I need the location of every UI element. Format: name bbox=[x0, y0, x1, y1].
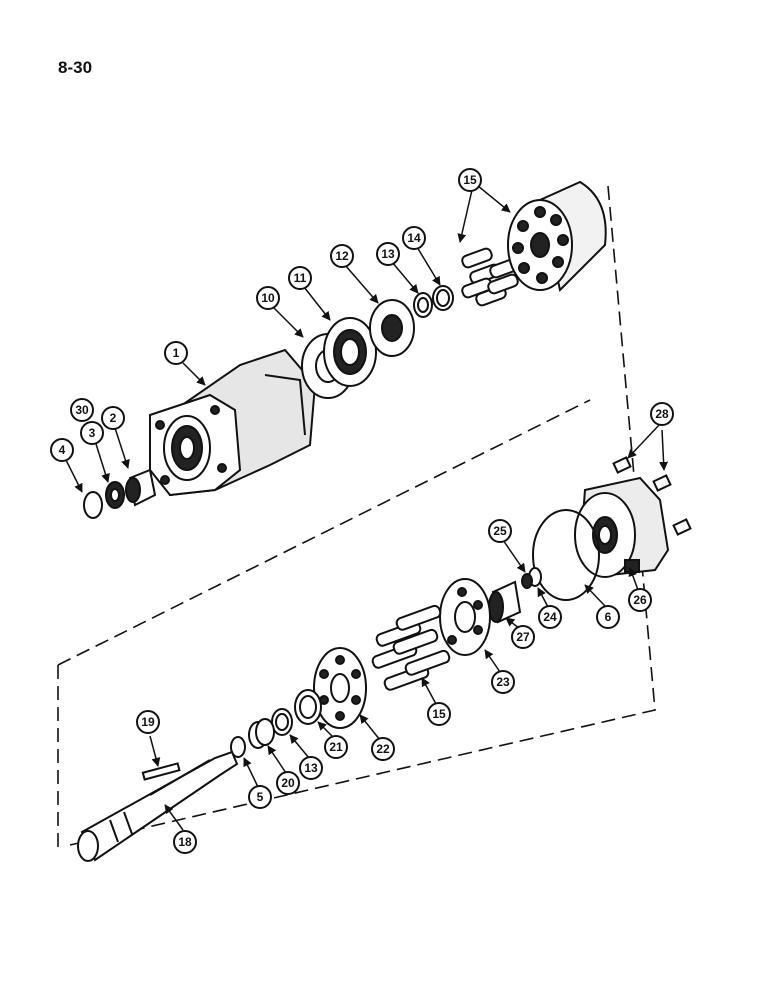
svg-text:6: 6 bbox=[605, 610, 612, 624]
svg-text:14: 14 bbox=[407, 231, 421, 245]
callout-2: 2 bbox=[101, 406, 125, 430]
page-number: 8-30 bbox=[58, 58, 93, 77]
callout-15-lower: 15 bbox=[427, 702, 451, 726]
svg-text:30: 30 bbox=[75, 403, 89, 417]
svg-text:22: 22 bbox=[376, 742, 390, 756]
callout-19: 19 bbox=[136, 710, 160, 734]
callout-1: 1 bbox=[164, 341, 188, 365]
svg-text:19: 19 bbox=[141, 715, 155, 729]
callouts: 15 14 13 12 11 10 1 30 3 2 4 28 25 24 27… bbox=[50, 168, 674, 854]
svg-text:28: 28 bbox=[655, 407, 669, 421]
callout-13-upper: 13 bbox=[376, 242, 400, 266]
ring-part-13-upper bbox=[413, 292, 433, 318]
svg-text:27: 27 bbox=[516, 630, 530, 644]
housing-part-1 bbox=[149, 348, 317, 497]
washer-part-25 bbox=[521, 573, 533, 589]
callout-21: 21 bbox=[324, 735, 348, 759]
cylinder-block-part-15 bbox=[507, 180, 607, 292]
callout-12: 12 bbox=[330, 244, 354, 268]
callout-15-upper: 15 bbox=[458, 168, 482, 192]
end-cover-part-26 bbox=[574, 476, 670, 578]
callout-10: 10 bbox=[256, 286, 280, 310]
callout-18: 18 bbox=[173, 830, 197, 854]
callout-23: 23 bbox=[491, 670, 515, 694]
key-part-19 bbox=[141, 762, 181, 781]
svg-text:5: 5 bbox=[257, 790, 264, 804]
callout-30: 30 bbox=[70, 398, 94, 422]
snap-ring-part-5 bbox=[230, 736, 246, 758]
svg-text:1: 1 bbox=[173, 346, 180, 360]
bearing-part-2 bbox=[125, 468, 157, 507]
callout-4: 4 bbox=[50, 438, 74, 462]
shaft-part-18 bbox=[77, 750, 239, 862]
callout-6: 6 bbox=[596, 605, 620, 629]
svg-text:26: 26 bbox=[633, 593, 647, 607]
callout-20: 20 bbox=[276, 771, 300, 795]
shoe-plate-part-22 bbox=[313, 647, 367, 729]
svg-text:21: 21 bbox=[329, 740, 343, 754]
svg-text:2: 2 bbox=[110, 411, 117, 425]
svg-text:3: 3 bbox=[89, 426, 96, 440]
callout-3: 3 bbox=[80, 421, 104, 445]
seal-part-3 bbox=[105, 481, 125, 509]
svg-text:10: 10 bbox=[261, 291, 275, 305]
callout-13-lower: 13 bbox=[299, 756, 323, 780]
svg-text:18: 18 bbox=[178, 835, 192, 849]
svg-text:15: 15 bbox=[432, 707, 446, 721]
leader-lines bbox=[65, 185, 669, 831]
bearing-part-27 bbox=[488, 580, 522, 624]
callout-14: 14 bbox=[402, 226, 426, 250]
svg-text:15: 15 bbox=[463, 173, 477, 187]
callout-5: 5 bbox=[248, 785, 272, 809]
svg-text:25: 25 bbox=[493, 524, 507, 538]
svg-text:23: 23 bbox=[496, 675, 510, 689]
callout-11: 11 bbox=[288, 266, 312, 290]
svg-text:13: 13 bbox=[304, 761, 318, 775]
svg-text:20: 20 bbox=[281, 776, 295, 790]
svg-text:13: 13 bbox=[381, 247, 395, 261]
svg-text:11: 11 bbox=[294, 271, 307, 285]
callout-26: 26 bbox=[628, 588, 652, 612]
race-part-12 bbox=[369, 299, 415, 357]
callout-27: 27 bbox=[511, 625, 535, 649]
snap-ring-part-4 bbox=[83, 491, 103, 519]
bolts-part-28 bbox=[612, 456, 692, 536]
svg-text:4: 4 bbox=[59, 443, 66, 457]
ring-part-21 bbox=[294, 689, 322, 725]
callout-24: 24 bbox=[538, 605, 562, 629]
ring-part-14 bbox=[432, 285, 454, 311]
callout-25: 25 bbox=[488, 519, 512, 543]
svg-text:24: 24 bbox=[543, 610, 557, 624]
pistons-part-15-lower bbox=[371, 604, 451, 691]
o-ring-part-6 bbox=[532, 509, 600, 601]
svg-text:12: 12 bbox=[335, 249, 349, 263]
callout-28: 28 bbox=[650, 402, 674, 426]
ring-part-13-lower bbox=[271, 708, 293, 736]
spring-part-20 bbox=[248, 718, 275, 749]
callout-22: 22 bbox=[371, 737, 395, 761]
retainer-plate-part-23 bbox=[439, 578, 491, 656]
bearing-part-11 bbox=[323, 317, 377, 387]
